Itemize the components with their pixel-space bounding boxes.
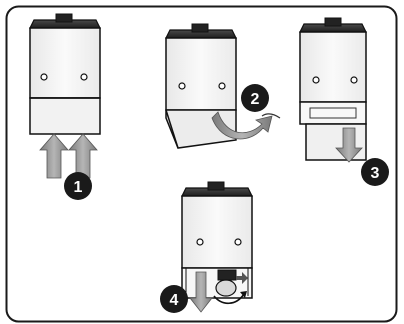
device-body — [29, 27, 101, 99]
step-badge-4: 4 — [160, 285, 188, 313]
screw-icon — [312, 76, 320, 84]
screw-icon — [196, 238, 204, 246]
screw-icon — [234, 238, 242, 246]
screw-icon — [80, 73, 88, 81]
arrow-up-icon — [68, 133, 98, 179]
arrow-down-icon — [189, 271, 213, 313]
device-body — [299, 31, 367, 103]
step-number: 1 — [74, 179, 83, 196]
device-cover-removed — [305, 123, 367, 161]
screw-icon — [178, 82, 186, 90]
device-top-tab — [191, 23, 209, 33]
arrow-right-small-icon — [236, 272, 248, 284]
device-body — [165, 37, 237, 111]
device-bottom-cover — [29, 97, 101, 135]
step-badge-3: 3 — [361, 158, 389, 186]
device-step-2 — [165, 23, 281, 149]
arrow-outline-icon — [261, 113, 281, 119]
step-number: 4 — [170, 292, 179, 309]
device-top-tab — [55, 13, 73, 23]
arrow-down-icon — [335, 127, 363, 163]
curved-arrow-icon — [213, 293, 245, 305]
battery-compartment — [181, 267, 253, 299]
connector-icon — [217, 269, 237, 281]
device-step-4 — [181, 181, 253, 313]
device-step-1 — [29, 13, 101, 179]
battery-icon — [215, 279, 237, 297]
arrow-up-icon — [39, 133, 69, 179]
device-body — [181, 195, 253, 269]
device-top-tab — [207, 181, 225, 191]
device-top-tab — [324, 17, 342, 27]
step-badge-1: 1 — [64, 172, 92, 200]
step-number: 2 — [251, 91, 260, 108]
screw-icon — [40, 73, 48, 81]
device-step-3 — [299, 17, 367, 163]
step-number: 3 — [371, 165, 380, 182]
step-badge-2: 2 — [241, 84, 269, 112]
curved-arrow-icon — [211, 111, 273, 140]
figure-border — [5, 5, 398, 323]
screw-icon — [218, 82, 226, 90]
screw-icon — [350, 76, 358, 84]
